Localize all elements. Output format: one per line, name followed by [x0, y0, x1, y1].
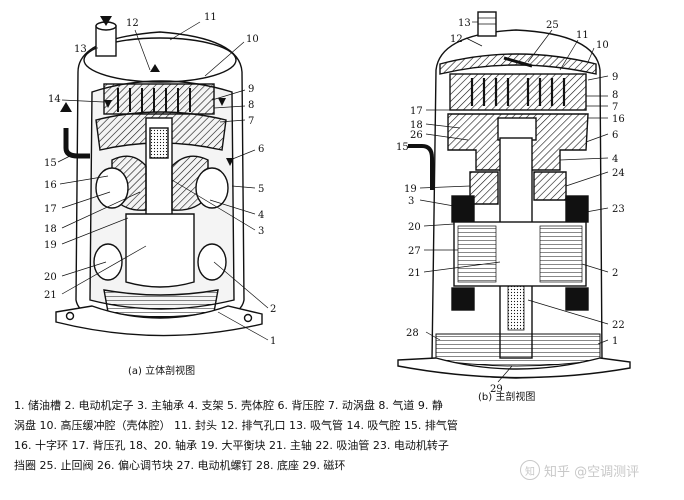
- left-num: 9: [248, 84, 254, 95]
- legend-line: 16. 十字环 17. 背压孔 18、20. 轴承 19. 大平衡块 21. 主…: [14, 439, 449, 452]
- left-leader-lines: [57, 21, 269, 341]
- right-num: 25: [546, 20, 559, 31]
- legend-line: 1. 储油槽 2. 电动机定子 3. 主轴承 4. 支架 5. 壳体腔 6. 背…: [14, 399, 443, 412]
- right-num: 19: [404, 184, 417, 195]
- right-num: 24: [612, 168, 625, 179]
- left-num: 6: [258, 144, 264, 155]
- right-side-pipe: [408, 144, 434, 190]
- left-num: 7: [248, 116, 254, 127]
- watermark-text: 知乎 @空调测评: [544, 464, 640, 480]
- flow-arrows: [60, 16, 234, 166]
- left-num: 4: [258, 210, 264, 221]
- left-num: 19: [44, 240, 57, 251]
- right-num: 17: [410, 106, 423, 117]
- right-num: 12: [450, 34, 463, 45]
- right-num: 21: [408, 268, 421, 279]
- legend-line: 挡圈 25. 止回阀 26. 偏心调节块 27. 电动机螺钉 28. 底座 29…: [14, 459, 346, 472]
- watermark: 知 知乎 @空调测评: [520, 456, 676, 484]
- left-num: 15: [44, 158, 57, 169]
- right-num: 20: [408, 222, 421, 233]
- left-num: 5: [258, 184, 264, 195]
- left-num: 1: [270, 336, 276, 347]
- caption-left: (a) 立体剖视图: [128, 364, 195, 377]
- right-scroll-vanes: [470, 78, 566, 106]
- right-part-numbers: 13 25 12 11 10 9 8 7 17 18 26 16 6 15 4 …: [396, 18, 625, 395]
- right-num: 3: [408, 196, 414, 207]
- left-num: 21: [44, 290, 57, 301]
- left-num: 10: [246, 34, 259, 45]
- left-num: 12: [126, 18, 139, 29]
- right-num: 1: [612, 336, 618, 347]
- right-num: 15: [396, 142, 409, 153]
- right-stator-winding: [451, 195, 475, 223]
- right-num: 22: [612, 320, 625, 331]
- right-num: 27: [408, 246, 421, 257]
- right-base: [397, 357, 631, 379]
- left-scroll-set: [103, 83, 215, 115]
- left-base: [55, 305, 263, 337]
- right-num: 29: [490, 384, 503, 395]
- right-num: 13: [458, 18, 471, 29]
- left-scroll-vanes: [117, 88, 191, 112]
- left-num: 17: [44, 204, 57, 215]
- legend-line: 涡盘 10. 高压缓冲腔（壳体腔） 11. 封头 12. 排气孔口 13. 吸气…: [14, 419, 458, 432]
- right-num: 7: [612, 102, 618, 113]
- parts-legend: 1. 储油槽 2. 电动机定子 3. 主轴承 4. 支架 5. 壳体腔 6. 背…: [14, 396, 674, 476]
- right-num: 8: [612, 90, 618, 101]
- right-leader-lines: [419, 21, 609, 383]
- right-scroll-set: [449, 73, 587, 111]
- left-num: 2: [270, 304, 276, 315]
- right-num: 9: [612, 72, 618, 83]
- section-view: [397, 11, 631, 383]
- left-num: 14: [48, 94, 61, 105]
- right-num: 4: [612, 154, 618, 165]
- left-num: 20: [44, 272, 57, 283]
- left-stator-ring: [95, 167, 129, 209]
- left-num: 8: [248, 100, 254, 111]
- right-num: 26: [410, 130, 423, 141]
- zhihu-badge-icon: 知: [520, 460, 540, 480]
- right-oil-sump: [435, 333, 601, 367]
- left-rotor: [125, 213, 195, 288]
- left-part-numbers: 11 12 13 10 14 9 8 7 15 6 16 5 17 4 18 3…: [44, 12, 276, 347]
- right-core-laminations: [457, 225, 583, 283]
- left-num: 18: [44, 224, 57, 235]
- right-num: 10: [596, 40, 609, 51]
- right-num: 18: [410, 120, 423, 131]
- right-num: 6: [612, 130, 618, 141]
- cutaway-view: [55, 16, 269, 341]
- caption-right: (b) 主剖视图: [478, 390, 535, 403]
- left-num: 11: [204, 12, 217, 23]
- left-num: 13: [74, 44, 87, 55]
- right-num: 16: [612, 114, 625, 125]
- right-num: 2: [612, 268, 618, 279]
- left-num: 3: [258, 226, 264, 237]
- left-num: 16: [44, 180, 57, 191]
- right-num: 11: [576, 30, 589, 41]
- right-num: 28: [406, 328, 419, 339]
- left-discharge-pipe: [63, 128, 90, 159]
- right-num: 23: [612, 204, 625, 215]
